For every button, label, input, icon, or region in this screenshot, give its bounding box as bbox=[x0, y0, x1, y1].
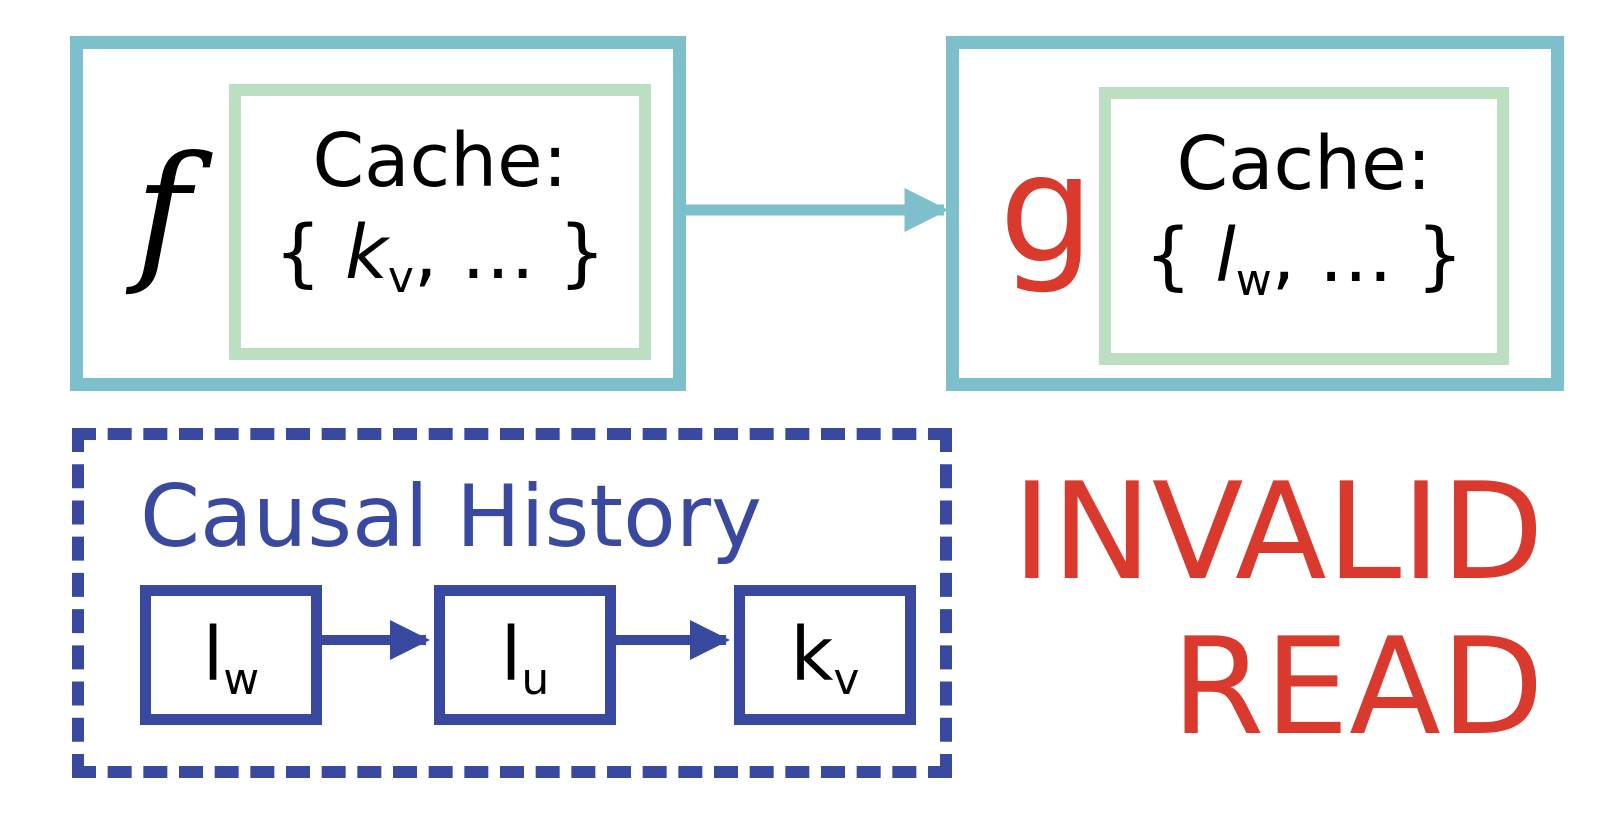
function-g-cache-key: l bbox=[1215, 213, 1236, 299]
function-f-cache-contents: { kv, … } bbox=[241, 216, 639, 300]
function-g-cache-open: { bbox=[1144, 213, 1192, 299]
function-f-box: f Cache: { kv, … } bbox=[70, 36, 686, 391]
function-g-cache-label: Cache: bbox=[1176, 121, 1432, 207]
invalid-read-line2: READ bbox=[1171, 609, 1544, 766]
function-f-label: f bbox=[135, 125, 191, 299]
history-event-lu: lu bbox=[434, 585, 616, 725]
invalid-read-label: INVALID READ bbox=[1012, 454, 1544, 766]
history-event-lw: lw bbox=[140, 585, 322, 725]
function-f-cache: Cache: { kv, … } bbox=[229, 84, 651, 360]
function-g-cache-key-sub: w bbox=[1235, 255, 1272, 306]
invalid-read-line1: INVALID bbox=[1012, 454, 1544, 610]
function-f-cache-label: Cache: bbox=[312, 118, 568, 204]
event-sub: v bbox=[833, 654, 860, 705]
causal-history-title: Causal History bbox=[140, 467, 762, 567]
function-f-cache-key-sub: v bbox=[387, 252, 414, 303]
event-base: l bbox=[500, 612, 522, 698]
function-g-cache-rest: , … } bbox=[1271, 213, 1464, 299]
function-f-cache-rest: , … } bbox=[413, 210, 606, 296]
event-sub: u bbox=[521, 654, 550, 705]
event-sub: w bbox=[223, 654, 260, 705]
event-base: k bbox=[790, 612, 834, 698]
function-g-label: g bbox=[999, 123, 1095, 297]
function-g-cache: Cache: { lw, … } bbox=[1099, 87, 1509, 365]
history-event-kv: kv bbox=[734, 585, 916, 725]
event-base: l bbox=[202, 612, 224, 698]
function-g-box: g Cache: { lw, … } bbox=[946, 36, 1564, 391]
function-g-cache-contents: { lw, … } bbox=[1111, 219, 1497, 303]
function-f-cache-open: { bbox=[274, 210, 322, 296]
function-f-cache-key: k bbox=[345, 210, 388, 296]
causal-history-box: Causal History lw lu kv bbox=[72, 428, 952, 778]
